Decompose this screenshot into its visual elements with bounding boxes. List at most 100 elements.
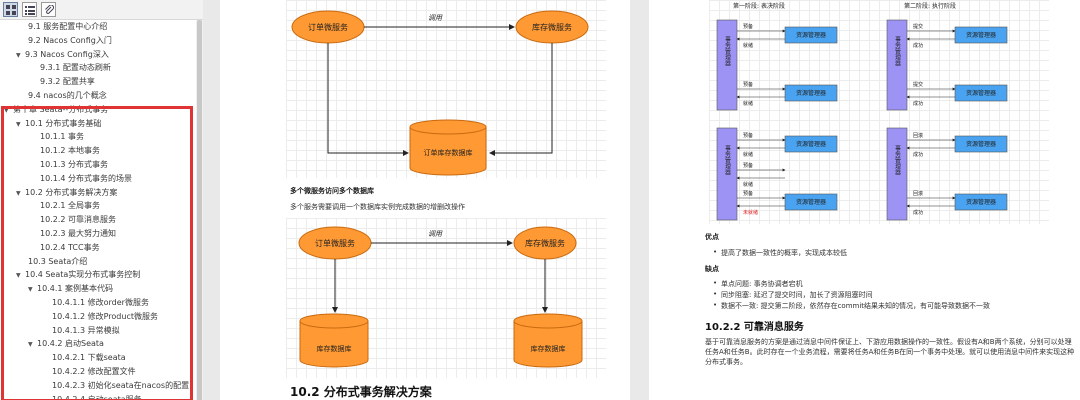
arrow-label: 就绪 (743, 100, 753, 107)
arrow-label: 预备 (743, 132, 753, 139)
toc-item[interactable]: ▼ 10.4 Seata实现分布式事务控制 (16, 268, 140, 282)
arrow-label: 提交 (913, 81, 923, 88)
resource-manager-label: 资源管理器 (966, 198, 996, 206)
db-label-a: 库存数据库 (317, 344, 352, 353)
attachments-icon[interactable] (41, 2, 56, 17)
arrow-label: 回滚 (913, 132, 923, 139)
toc-item[interactable]: 9.1 服务配置中心介绍 (28, 20, 107, 34)
toc-item[interactable]: 10.4.2.4 启动seata服务 (52, 393, 142, 400)
call-label-2: 调用 (428, 230, 443, 238)
expand-arrow-icon[interactable]: ▼ (16, 51, 21, 59)
toc-item[interactable]: 10.4.1.3 异常模拟 (52, 324, 120, 338)
db-cylinder-a (299, 321, 369, 368)
section-heading-10-2-2: 10.2.2 可靠消息服务 (705, 322, 804, 333)
toc-item[interactable]: 9.2 Nacos Config入门 (28, 34, 112, 48)
toc-item-label: 9.2 Nacos Config入门 (28, 35, 112, 45)
toc-item[interactable]: 9.3.1 配置动态刷新 (40, 61, 111, 75)
toc-item-label: 10.3 Seata介绍 (28, 256, 88, 266)
toc-item[interactable]: 10.1.4 分布式事务的场景 (40, 172, 132, 186)
phase2-title: 第二阶段: 执行阶段 (904, 2, 956, 10)
toc-item[interactable]: 10.4.1.1 修改order微服务 (52, 296, 149, 310)
expand-arrow-icon[interactable]: ▼ (4, 106, 9, 114)
arrow-label: 预备 (743, 81, 753, 88)
toc-item[interactable]: 10.4.2.3 初始化seata在nacos的配置 (52, 379, 189, 393)
toc-item[interactable]: ▼ 10.4.2 启动Seata (28, 337, 104, 351)
cons-title: 缺点 (705, 265, 719, 273)
call-label: 调用 (428, 14, 443, 22)
sidebar-scrollbar[interactable] (196, 20, 203, 400)
expand-arrow-icon[interactable]: ▼ (16, 272, 21, 280)
resource-manager-label: 资源管理器 (966, 140, 996, 148)
resource-manager-label: 资源管理器 (966, 31, 996, 39)
toc-item-label: 10.1.3 分布式事务 (40, 160, 108, 169)
transaction-manager-box (886, 127, 908, 221)
toc-item[interactable]: 10.2.4 TCC事务 (40, 241, 100, 255)
toc-item[interactable]: 10.4.1.2 修改Product微服务 (52, 310, 158, 324)
transaction-manager-label: 事务管理器 (724, 144, 731, 176)
arrow-label: 成功 (913, 209, 923, 216)
toc-item[interactable]: ▼ 10.4.1 案例基本代码 (28, 282, 113, 296)
arrow-label: 成功 (913, 151, 923, 158)
arrow-label: 预备 (743, 162, 753, 169)
toc-item[interactable]: 10.2.2 可靠消息服务 (40, 213, 116, 227)
toc-item-label: 10.2.4 TCC事务 (40, 242, 100, 252)
cons-item: 同步阻塞: 延迟了提交时间，加长了资源阻塞时间 (713, 290, 873, 300)
toc-item-label: 10.4 Seata实现分布式事务控制 (25, 270, 141, 280)
toc-item[interactable]: 10.2.3 最大努力通知 (40, 227, 116, 241)
two-phase-commit-diagram: 第一阶段: 表决阶段 第二阶段: 执行阶段 事务管理器资源管理器资源管理器预备就… (716, 2, 1008, 221)
toc-item[interactable]: 10.2.1 全局事务 (40, 199, 100, 213)
transaction-manager-label: 事务管理器 (724, 35, 731, 67)
order-service-label-2: 订单微服务 (315, 238, 355, 248)
resource-manager-label: 资源管理器 (796, 89, 826, 97)
toc-item-label: 10.1.1 事务 (40, 132, 84, 142)
toc-item[interactable]: 10.1.1 事务 (40, 130, 84, 144)
toc-item-label: 10.4.2.3 初始化seata在nacos的配置 (52, 380, 190, 390)
db-label-b: 库存数据库 (531, 344, 566, 353)
toc-item[interactable]: 10.1.2 本地事务 (40, 144, 100, 158)
toc-item-label: 10.4.2.2 修改配置文件 (52, 367, 136, 376)
toc-item[interactable]: 9.3.2 配置共享 (40, 75, 95, 89)
expand-arrow-icon[interactable]: ▼ (28, 286, 33, 294)
expand-arrow-icon[interactable]: ▼ (16, 120, 21, 128)
toc-item[interactable]: ▼第十章 Seata--分布式事务 (4, 103, 108, 117)
section-heading-10-2: 10.2 分布式事务解决方案 (290, 385, 432, 399)
arrow-label: 就绪 (743, 181, 753, 188)
order-service-label: 订单微服务 (308, 22, 348, 32)
toc-item-label: 10.4.1.1 修改order微服务 (52, 298, 149, 307)
microservice-diagram-1: 订单微服务 库存微服务 调用 订单库存数据库 (291, 10, 589, 176)
toc-item-label: 10.4.1.2 修改Product微服务 (52, 311, 158, 321)
toc-item[interactable]: 10.4.2.1 下载seata (52, 351, 126, 365)
toc-item[interactable]: 9.4 nacos的几个概念 (28, 89, 107, 103)
db-cylinder (409, 127, 487, 176)
inventory-service-label: 库存微服务 (532, 22, 572, 32)
outline-icon[interactable] (22, 2, 37, 17)
toc-item-label: 10.2.2 可靠消息服务 (40, 215, 116, 225)
toc-item[interactable]: 10.4.2.2 修改配置文件 (52, 365, 136, 379)
toc-item-label: 10.4.1.3 异常模拟 (52, 325, 120, 335)
toc-item-label: 10.4.2 启动Seata (37, 339, 104, 349)
order-to-db-arrow (327, 43, 409, 156)
toc-item[interactable]: ▼9.3 Nacos Config深入 (16, 48, 109, 62)
caption-text: 多个服务需要调用一个数据库实例完成数据的增删改操作 (290, 203, 465, 211)
resource-manager-label: 资源管理器 (796, 198, 826, 206)
transaction-manager-box (716, 19, 738, 111)
arrow-label: 未就绪 (743, 209, 758, 216)
toc-item[interactable]: ▼10.1 分布式事务基础 (16, 117, 101, 131)
thumbnails-icon[interactable] (3, 2, 18, 17)
resource-manager-box (954, 135, 1008, 153)
db-cylinder-b (513, 321, 583, 368)
toc-item[interactable]: 10.3 Seata介绍 (28, 255, 87, 269)
arrow-label: 预备 (743, 190, 753, 197)
toc-item[interactable]: ▼ 10.2 分布式事务解决方案 (16, 186, 117, 200)
scrollbar-thumb[interactable] (197, 20, 202, 400)
resource-manager-label: 资源管理器 (796, 140, 826, 148)
toc-item[interactable]: 10.1.3 分布式事务 (40, 158, 108, 172)
expand-arrow-icon[interactable]: ▼ (16, 189, 21, 197)
db-cylinder-top (409, 119, 487, 135)
toc-item-label: 10.2 分布式事务解决方案 (25, 187, 118, 197)
toc-item-label: 10.4.1 案例基本代码 (37, 284, 113, 294)
expand-arrow-icon[interactable]: ▼ (28, 341, 33, 349)
arrow-label: 就绪 (743, 151, 753, 158)
